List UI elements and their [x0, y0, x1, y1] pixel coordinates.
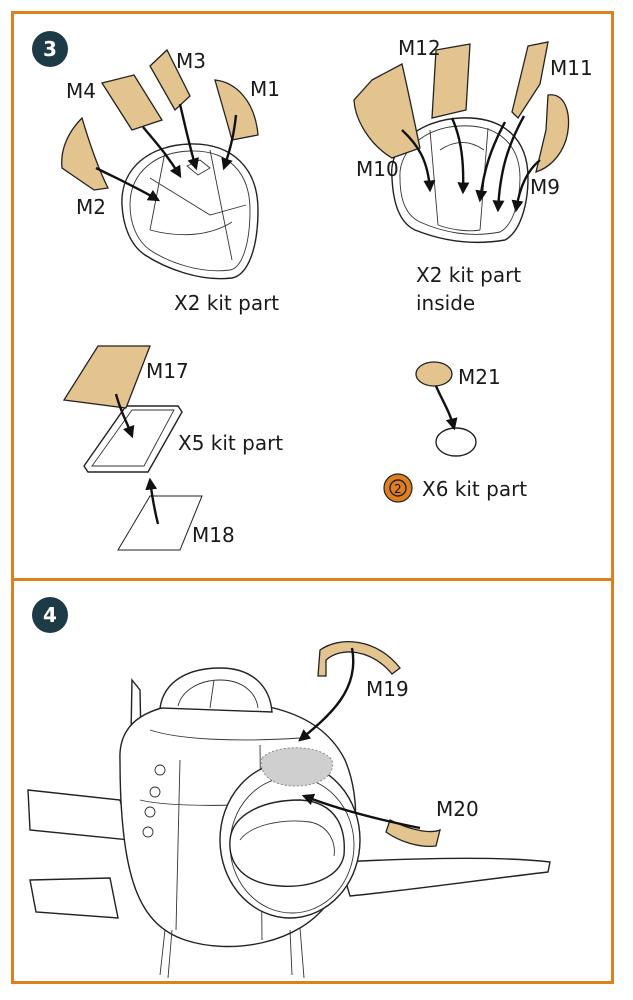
- canopy-front-part: [121, 143, 259, 280]
- step-4-badge: 4: [32, 597, 68, 633]
- arrow-m4: [142, 126, 182, 179]
- mask-area-m19: [260, 747, 334, 787]
- mask-m18: [117, 495, 203, 551]
- label-x2-inside-line1: X2 kit part: [416, 263, 521, 287]
- label-m20: M20: [436, 797, 479, 821]
- label-m11: M11: [550, 56, 593, 80]
- label-m3: M3: [176, 49, 206, 73]
- arrow-m19: [298, 647, 355, 742]
- mask-m4: [100, 74, 163, 131]
- label-m12: M12: [398, 36, 441, 60]
- step-4-panel: [11, 578, 614, 984]
- arrow-m3: [178, 103, 199, 171]
- arrow-m9: [511, 159, 541, 213]
- arrow-m12: [450, 117, 470, 195]
- label-x6-kit-part: X6 kit part: [422, 477, 527, 501]
- label-m9: M9: [530, 175, 560, 199]
- label-m17: M17: [146, 359, 189, 383]
- step-3-badge: 3: [32, 31, 68, 67]
- x5-part: [83, 405, 183, 473]
- mask-m9: [535, 94, 570, 173]
- step-number: 4: [43, 603, 57, 627]
- mask-m19: [317, 640, 401, 677]
- arrow-m2: [95, 166, 161, 202]
- mask-m21: [415, 361, 453, 387]
- label-m1: M1: [250, 77, 280, 101]
- label-m21: M21: [458, 365, 501, 389]
- x6-part: [435, 427, 477, 457]
- arrow-m20: [301, 793, 421, 830]
- svg-text:2: 2: [394, 482, 402, 496]
- step-number: 3: [43, 37, 57, 61]
- label-m4: M4: [66, 79, 96, 103]
- label-m2: M2: [76, 195, 106, 219]
- arrow-m1: [221, 114, 238, 171]
- arrow-m17: [114, 393, 135, 439]
- mask-m10: [353, 63, 421, 159]
- arrow-m11: [492, 115, 526, 213]
- mask-m11: [511, 41, 549, 120]
- label-m19: M19: [366, 677, 409, 701]
- arrow-m21: [434, 385, 458, 431]
- aircraft-front-view: [27, 667, 551, 979]
- label-x2-inside-line2: inside: [416, 291, 475, 315]
- x6-symbol-icon: 2: [383, 473, 413, 503]
- arrow-m12b: [475, 121, 507, 203]
- mask-m17: [62, 345, 151, 409]
- arrow-m10: [401, 129, 436, 193]
- mask-m1: [214, 79, 259, 141]
- mask-m2: [61, 116, 109, 191]
- mask-m3: [149, 48, 191, 112]
- mask-m20: [385, 819, 441, 848]
- label-x2-kit-part: X2 kit part: [174, 291, 279, 315]
- arrow-m18: [145, 477, 160, 525]
- label-m10: M10: [356, 157, 399, 181]
- label-m18: M18: [192, 523, 235, 547]
- mask-m12: [431, 43, 471, 119]
- label-x5-kit-part: X5 kit part: [178, 431, 283, 455]
